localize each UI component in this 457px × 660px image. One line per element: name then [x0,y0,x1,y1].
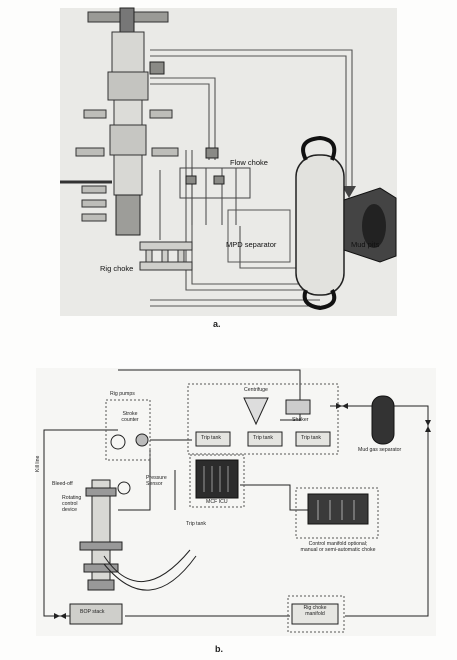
mcf-icu-label: MCF ICU [206,499,228,505]
centrifuge-label: Centrifuge [244,387,268,393]
bop-stack-label: BOP stack [80,609,105,615]
mpd-separator-label: MPD separator [226,240,277,249]
trip-tank-side-label: Trip tank [186,521,206,527]
figure-b-caption: b. [215,644,223,654]
bleed-off-label: Bleed-off [52,481,73,487]
figure-a-drawing [60,7,397,316]
rig-choke-manifold-label: Rig choke manifold [303,605,327,617]
flow-choke-label: Flow choke [230,158,268,167]
shaker-label: Shaker [292,417,309,423]
kill-line-label: Kill line [35,455,41,472]
rig-choke-label: Rig choke [100,264,134,273]
pressure-sensor-label: Pressure Sensor [146,475,167,487]
rotating-control-device-label: Rotating control device [62,495,82,513]
trip-tank-2-label: Trip tank [253,435,273,441]
trip-tank-1-label: Trip tank [201,435,221,441]
control-manifold-label: Control manifold optional; manual or sem… [300,541,376,553]
mud-gas-separator-label: Mud gas separator [358,447,402,453]
figure-b-drawing [36,368,436,636]
figure-a-caption: a. [213,319,221,329]
stroke-counter-label: Stroke counter [121,411,139,423]
figure-b: Rig pumps Stroke counter Centrifuge Shak… [0,360,457,660]
rig-pumps-label: Rig pumps [110,391,135,397]
mud-pits-label: Mud pits [351,240,380,249]
figure-a: Flow choke MPD separator Mud pits Rig ch… [60,7,397,329]
trip-tank-3-label: Trip tank [301,435,321,441]
